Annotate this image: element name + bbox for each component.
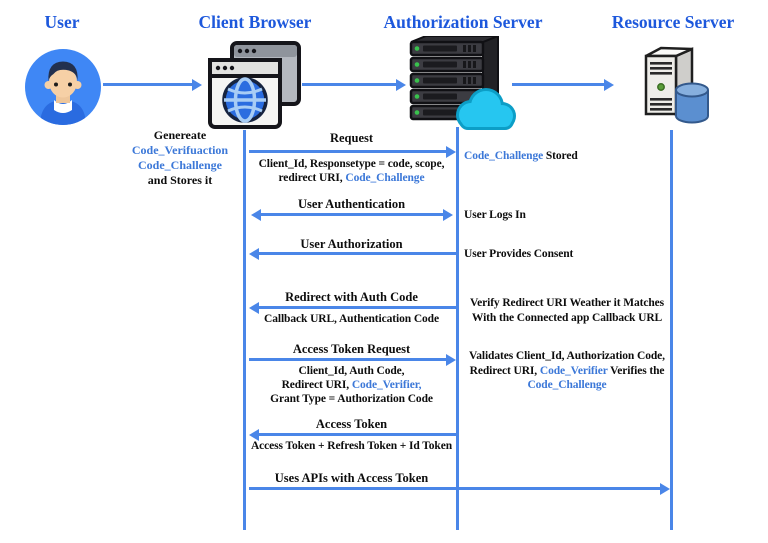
message-request-label: Request	[329, 131, 374, 145]
message-redirect-auth-code-label: Redirect with Auth Code	[285, 290, 418, 304]
cloud-shape	[456, 88, 516, 130]
actor-resource-server-label: Resource Server	[611, 12, 735, 32]
actor-client-browser-label: Client Browser	[198, 12, 312, 32]
note-code-challenge-stored: Code_Challenge Stored	[464, 150, 578, 162]
database-cylinder	[675, 82, 709, 124]
message-user-authentication-label: User Authentication	[297, 197, 406, 211]
arrow-uses-apis	[249, 482, 670, 495]
message-user-authorization-label: User Authorization	[300, 237, 403, 251]
arrow-user-authorization	[249, 247, 456, 260]
arrow-browser-to-auth-server	[302, 78, 406, 91]
note-user-provides-consent: User Provides Consent	[464, 248, 574, 260]
server-rack-cloud-icon	[405, 34, 520, 130]
message-uses-apis-label: Uses APIs with Access Token	[274, 471, 429, 485]
arrow-request	[249, 145, 456, 158]
actor-authorization-server-label: Authorization Server	[383, 12, 543, 32]
message-request-detail: Client_Id, Responsetype = code, scope, r…	[258, 158, 445, 184]
actor-user-label: User	[44, 12, 80, 32]
server-tower-database-icon	[630, 42, 718, 130]
note-user-logs-in: User Logs In	[464, 209, 526, 221]
user-avatar-icon	[24, 48, 102, 126]
note-validates-client-id: Validates Client_Id, Authorization Code,…	[469, 350, 665, 391]
message-redirect-auth-code-detail: Callback URL, Authentication Code	[264, 313, 439, 325]
arrow-user-authentication	[251, 208, 453, 221]
lifeline-client-browser	[243, 130, 246, 530]
message-access-token-request-detail: Client_Id, Auth Code, Redirect URI, Code…	[270, 365, 433, 405]
message-access-token-request-label: Access Token Request	[292, 342, 411, 356]
lifeline-authorization-server	[456, 127, 459, 530]
arrow-redirect-auth-code	[249, 301, 456, 314]
arrow-auth-to-resource-server	[512, 78, 614, 91]
message-access-token-label: Access Token	[315, 417, 388, 431]
arrow-user-to-browser	[103, 78, 202, 91]
browser-windows-icon	[207, 40, 303, 130]
client-generate-note: Genereate Code_Verifuaction Code_Challen…	[131, 128, 229, 187]
arrow-access-token-request	[249, 353, 456, 366]
lifeline-resource-server	[670, 130, 673, 530]
arrow-access-token	[249, 428, 456, 441]
note-verify-redirect-uri: Verify Redirect URI Weather it Matches W…	[469, 297, 665, 324]
message-access-token-detail: Access Token + Refresh Token + Id Token	[250, 440, 453, 452]
